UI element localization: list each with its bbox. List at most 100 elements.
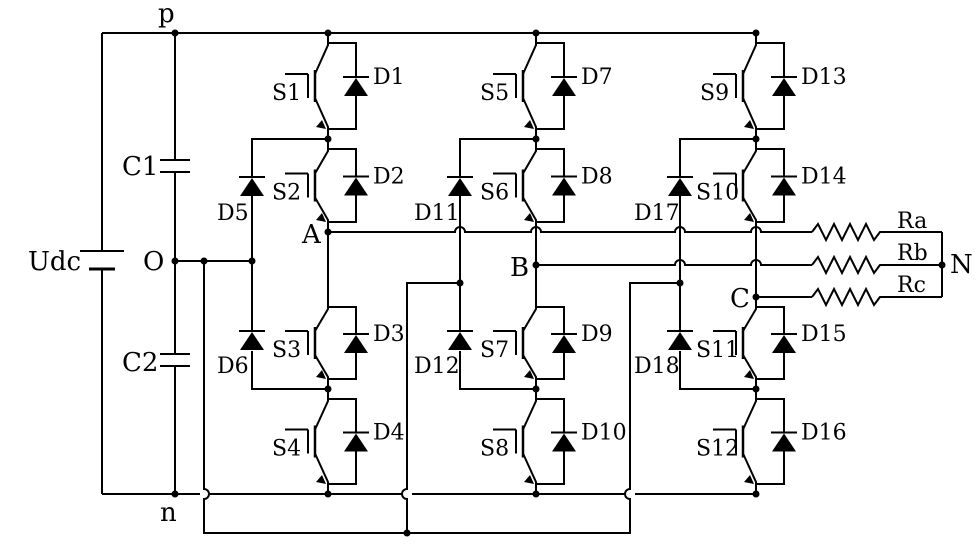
diode-label: D7 <box>581 65 613 90</box>
igbt-arrow <box>524 370 534 379</box>
igbt-emitter <box>742 453 757 494</box>
switch-s11 <box>713 297 757 389</box>
igbt-collector <box>742 33 757 75</box>
switch-s10 <box>713 139 757 232</box>
clamp-diode-label: D6 <box>217 354 249 379</box>
diode-d7 <box>536 42 577 130</box>
antiparallel-diode <box>343 431 369 452</box>
diode-triangle <box>772 78 796 96</box>
igbt-collector <box>742 297 757 332</box>
igbt-emitter <box>742 354 757 389</box>
phase-b-wire <box>536 259 812 266</box>
switch-s9 <box>713 33 757 139</box>
diode-triangle <box>344 177 368 196</box>
igbt-emitter <box>742 196 757 232</box>
switch-s1 <box>285 33 329 139</box>
igbt-collector <box>522 33 537 75</box>
igbt-collector <box>314 139 329 175</box>
diode-triangle <box>344 78 368 96</box>
diode-triangle <box>772 335 796 353</box>
switch-label: S9 <box>700 81 729 106</box>
node-bottom <box>324 490 332 498</box>
diode-d16 <box>756 398 797 485</box>
diode-d5 <box>239 176 265 196</box>
switch-label: S12 <box>696 437 739 462</box>
capacitor-c2-plates <box>160 353 190 367</box>
phase-a-wire <box>328 226 812 233</box>
node-n-star <box>938 261 946 269</box>
node-top <box>324 29 332 37</box>
diode-label: D16 <box>801 421 847 446</box>
switch-s5 <box>493 33 537 139</box>
antiparallel-loop <box>756 306 785 380</box>
switch-s8 <box>493 389 537 494</box>
diode-triangle <box>552 335 576 353</box>
igbt-emitter <box>314 354 329 389</box>
label-b: B <box>510 253 529 283</box>
igbt-emitter <box>522 196 537 232</box>
node-o-return <box>200 257 208 265</box>
antiparallel-loop <box>756 398 785 485</box>
switch-label: S6 <box>480 181 509 206</box>
diode-triangle <box>772 177 796 196</box>
switch-label: S10 <box>696 181 739 206</box>
antiparallel-loop <box>328 148 357 223</box>
diode-d3 <box>328 306 369 380</box>
igbt-arrow <box>524 213 534 222</box>
switch-s4 <box>285 389 329 494</box>
diode-d9 <box>536 306 577 380</box>
switch-s3 <box>285 297 329 389</box>
igbt-arrow <box>744 370 754 379</box>
diode-triangle <box>552 433 576 452</box>
diode-label: D9 <box>581 322 613 347</box>
diode-d13 <box>756 42 797 130</box>
diode-label: D2 <box>373 165 405 190</box>
switch-label: S8 <box>480 437 509 462</box>
igbt-arrow <box>744 120 754 129</box>
igbt-collector <box>314 389 329 430</box>
label-rc: Rc <box>897 273 926 298</box>
clamp-diode-label: D11 <box>414 201 460 226</box>
igbt-emitter <box>522 97 537 139</box>
diode-d12 <box>447 330 473 350</box>
diode-label: D10 <box>581 421 627 446</box>
switch-s7 <box>493 297 537 389</box>
clamp-diode-label: D17 <box>634 201 680 226</box>
label-c1: C1 <box>122 152 158 182</box>
switch-s6 <box>493 139 537 232</box>
diode-d14 <box>756 148 797 223</box>
diode-triangle <box>668 332 692 350</box>
igbt-emitter <box>314 97 329 139</box>
diode-d2 <box>328 148 369 223</box>
antiparallel-diode <box>343 333 369 353</box>
node-n <box>171 490 179 498</box>
diode-d8 <box>536 148 577 223</box>
antiparallel-loop <box>328 42 357 130</box>
diode-triangle <box>344 433 368 452</box>
node-top <box>532 29 540 37</box>
diode-triangle <box>552 78 576 96</box>
igbt-arrow <box>744 475 754 484</box>
antiparallel-loop <box>536 42 565 130</box>
diode-d4 <box>328 398 369 485</box>
antiparallel-diode <box>343 175 369 196</box>
diode-d17 <box>667 176 693 196</box>
label-udc: Udc <box>28 247 81 277</box>
diode-d1 <box>328 42 369 130</box>
diode-label: D15 <box>801 322 847 347</box>
igbt-arrow <box>524 475 534 484</box>
diode-triangle <box>448 178 472 196</box>
igbt-collector <box>742 139 757 175</box>
igbt-collector <box>742 389 757 430</box>
diode-d15 <box>756 306 797 380</box>
igbt-emitter <box>742 97 757 139</box>
switch-label: S11 <box>696 338 739 363</box>
igbt-collector <box>522 389 537 430</box>
clamp-diode-label: D18 <box>634 354 680 379</box>
resistor-ra <box>811 221 942 243</box>
node-clamp-neutral <box>676 279 684 287</box>
